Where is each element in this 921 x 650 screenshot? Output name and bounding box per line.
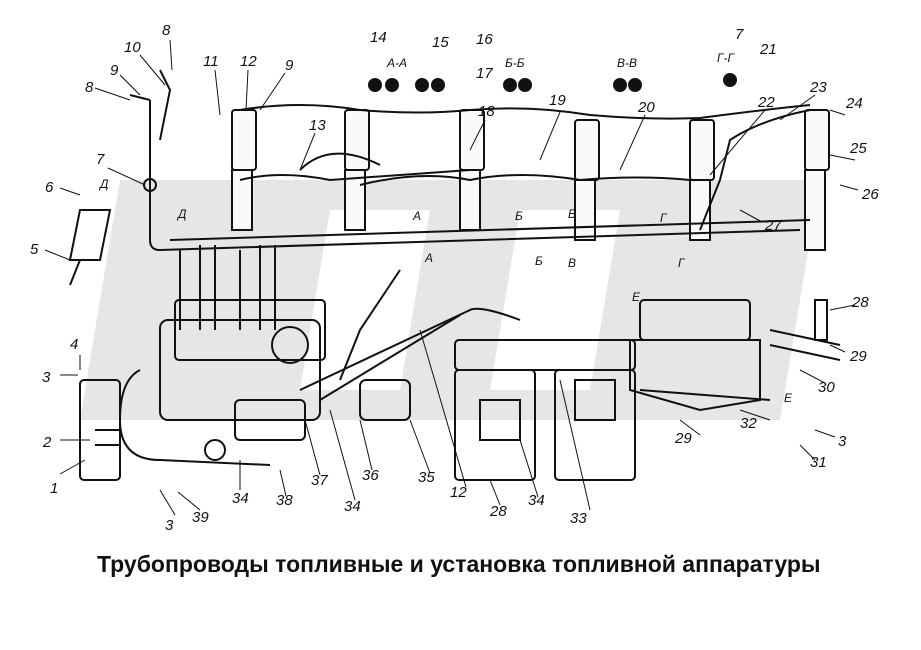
callout-25: 25 — [849, 140, 867, 157]
section-label-bb: Б-Б — [505, 56, 525, 70]
callout-32: 32 — [740, 415, 757, 432]
callout-24: 24 — [845, 95, 863, 112]
callout-4: 4 — [70, 336, 78, 353]
callout-labels: 1 2 3 3 3 4 5 6 7 7 8 8 9 9 10 11 12 12 … — [30, 22, 879, 534]
callout-9: 9 — [285, 57, 294, 74]
callout-16: 16 — [476, 31, 493, 48]
callout-27: 27 — [764, 217, 782, 234]
callout-30: 30 — [818, 379, 835, 396]
section-labels: А-А Б-Б В-В Г-Г Д Д А А Б Б В В Г Г Е Е — [98, 51, 793, 405]
callout-34: 34 — [232, 490, 249, 507]
section-label-gg: Г-Г — [717, 51, 736, 65]
section-label-g: Г — [678, 256, 686, 270]
callout-34: 34 — [528, 492, 545, 509]
callout-13: 13 — [309, 117, 326, 134]
diagram-canvas: 1 2 3 3 3 4 5 6 7 7 8 8 9 9 10 11 12 12 … — [30, 22, 879, 534]
section-label-b: Б — [535, 254, 543, 268]
section-label-v: В — [568, 256, 576, 270]
callout-33: 33 — [570, 510, 587, 527]
callout-28: 28 — [489, 503, 507, 520]
section-label-b: Б — [515, 209, 523, 223]
section-label-g: Г — [660, 211, 668, 225]
callout-11: 11 — [203, 53, 219, 70]
callout-8: 8 — [162, 22, 171, 39]
callout-34: 34 — [344, 498, 361, 515]
fuel-lines — [118, 100, 811, 466]
callout-3: 3 — [838, 433, 847, 450]
callout-31: 31 — [810, 454, 827, 471]
callout-12: 12 — [240, 53, 257, 70]
callout-8: 8 — [85, 79, 94, 96]
section-label-a: А — [424, 251, 433, 265]
callout-35: 35 — [418, 469, 435, 486]
right-unit — [629, 299, 841, 412]
callout-6: 6 — [45, 179, 54, 196]
callout-38: 38 — [276, 492, 293, 509]
callout-17: 17 — [476, 65, 493, 82]
section-label-vv: В-В — [617, 56, 637, 70]
callout-20: 20 — [637, 99, 655, 116]
callout-10: 10 — [124, 39, 141, 56]
callout-22: 22 — [757, 94, 775, 111]
callout-29: 29 — [849, 348, 867, 365]
callout-23: 23 — [809, 79, 827, 96]
callout-7: 7 — [96, 151, 105, 168]
section-label-d: Д — [98, 177, 109, 191]
callout-18: 18 — [478, 103, 495, 120]
section-details — [368, 73, 737, 92]
callout-28: 28 — [851, 294, 869, 311]
section-label-d: Д — [176, 207, 187, 221]
figure-caption: Трубопроводы топливные и установка топли… — [97, 551, 821, 577]
callout-1: 1 — [50, 480, 58, 497]
callout-14: 14 — [370, 29, 387, 46]
leader-lines — [44, 39, 859, 516]
section-label-e: Е — [784, 391, 793, 405]
callout-19: 19 — [549, 92, 566, 109]
section-label-v: В — [568, 207, 576, 221]
callout-39: 39 — [192, 509, 209, 526]
section-label-aa: А-А — [386, 56, 407, 70]
callout-29: 29 — [674, 430, 692, 447]
left-parts — [68, 69, 172, 481]
callout-26: 26 — [861, 186, 879, 203]
callout-2: 2 — [42, 434, 52, 451]
callout-3: 3 — [42, 369, 51, 386]
callout-5: 5 — [30, 241, 39, 258]
fuel-filters — [454, 339, 636, 481]
callout-9: 9 — [110, 62, 119, 79]
section-label-e: Е — [632, 290, 641, 304]
section-label-a: А — [412, 209, 421, 223]
callout-12: 12 — [450, 484, 467, 501]
callout-21: 21 — [759, 41, 777, 58]
callout-15: 15 — [432, 34, 449, 51]
callout-3: 3 — [165, 517, 174, 534]
callout-37: 37 — [311, 472, 328, 489]
callout-36: 36 — [362, 467, 379, 484]
callout-7: 7 — [735, 26, 744, 43]
